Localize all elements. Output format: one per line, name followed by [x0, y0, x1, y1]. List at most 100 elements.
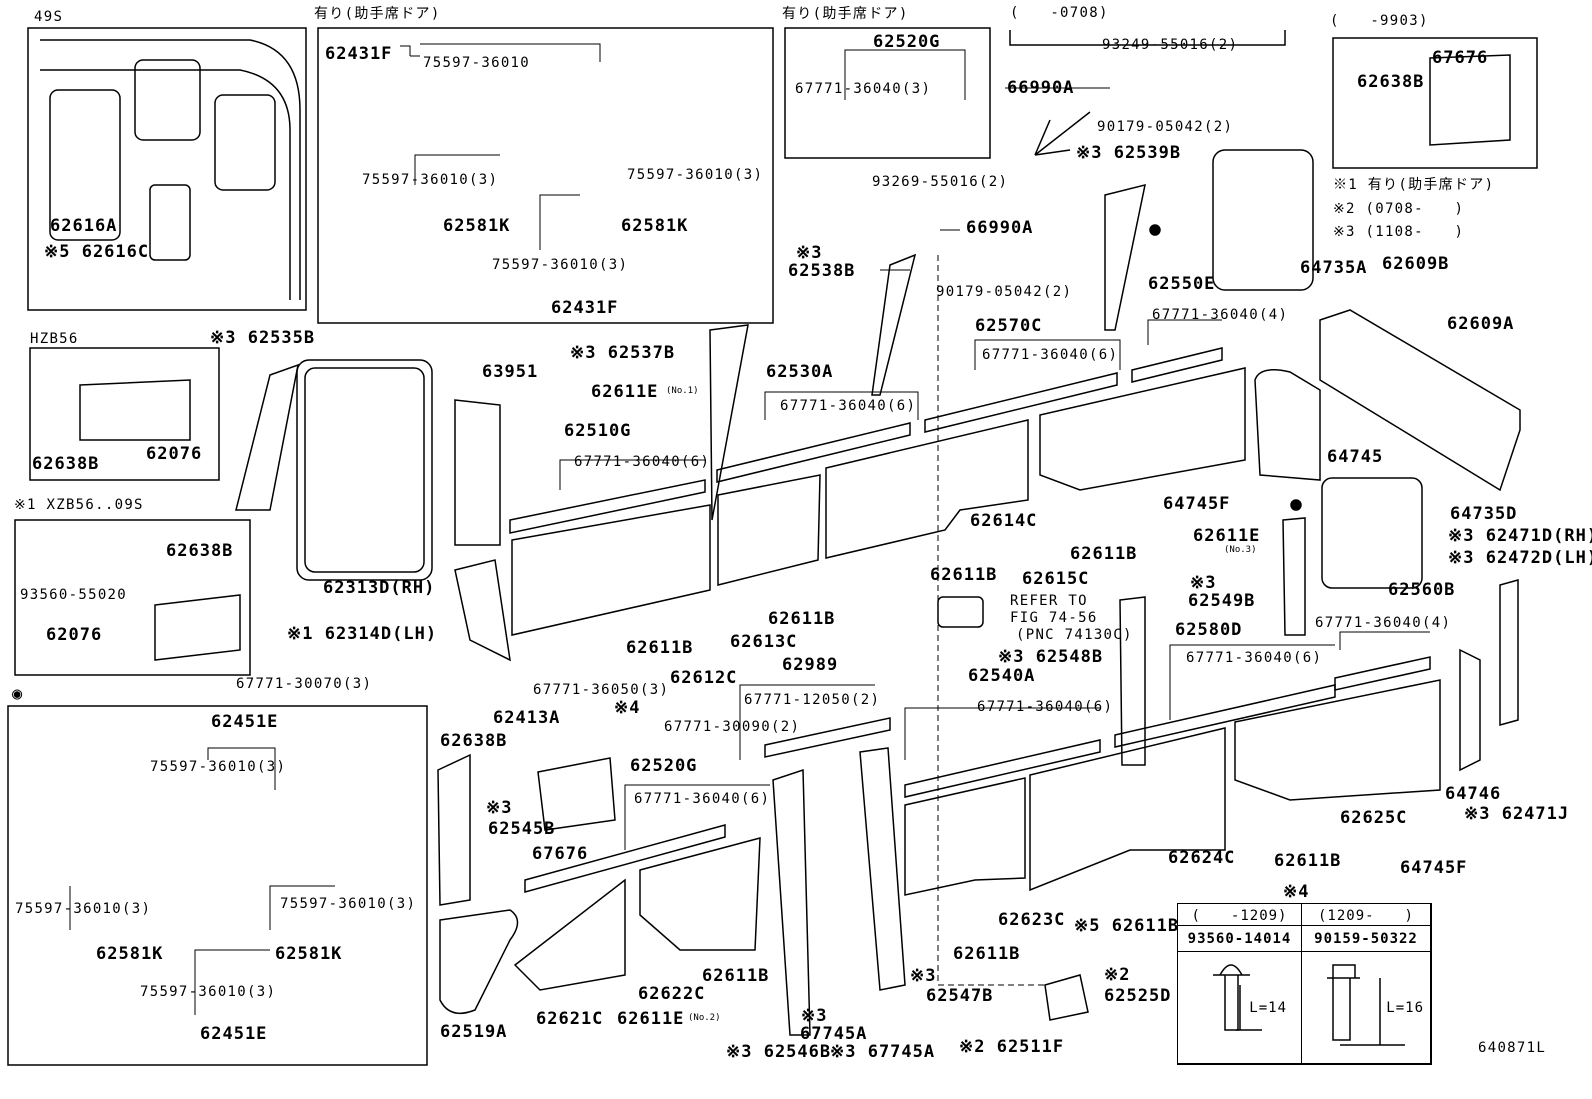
part-label: 62520G	[630, 756, 698, 776]
trim-62538b	[871, 253, 917, 396]
part-label: ※5 62616C	[44, 242, 150, 262]
trim-62548b	[1119, 596, 1146, 766]
part-label: 75597-36010(3)	[15, 901, 152, 917]
part-label: 62616A	[50, 216, 118, 236]
panel-62615c	[1039, 367, 1246, 491]
part-label: 62612C	[670, 668, 738, 688]
part-label: 62581K	[96, 944, 164, 964]
panel-62621c	[513, 878, 626, 991]
part-label: ※3	[1190, 573, 1217, 593]
part-label: 67771-30090(2)	[664, 719, 801, 735]
part-label: 62451E	[211, 712, 279, 732]
note: ※3 (1108- )	[1333, 224, 1465, 240]
part-label: 64745F	[1163, 494, 1231, 514]
fastener-table: ( -1209) (1209- ) 93560-14014 90159-5032…	[1177, 903, 1432, 1065]
part-label: 75597-36010(3)	[362, 172, 499, 188]
part-label: (No.1)	[666, 386, 699, 396]
window-62519a	[439, 909, 519, 1015]
part-74130c	[937, 596, 984, 628]
part-label: 93560-55020	[20, 587, 128, 603]
part-label: 62413A	[493, 708, 561, 728]
screw-illustrations	[1213, 964, 1405, 1046]
part-label: ※3	[486, 798, 513, 818]
part-label: 67771-30070(3)	[236, 676, 373, 692]
inset-title-xzb56: ※1 XZB56..09S	[14, 497, 144, 513]
part-label: 62613C	[730, 632, 798, 652]
table-cell-period: ( -1209)	[1178, 904, 1302, 926]
part-label: 63951	[482, 362, 539, 382]
panel-64746	[1459, 648, 1481, 772]
inset-box-circle	[7, 705, 428, 1066]
part-label: (PNC 74130C)	[1016, 627, 1133, 643]
part-label: 62609B	[1382, 254, 1450, 274]
part-label: 75597-36010	[423, 55, 531, 71]
panel-62609a	[1319, 309, 1521, 492]
van-body-drawing	[40, 39, 301, 300]
panel-62612c	[511, 504, 711, 636]
inset-title-passenger-door-2: 有り(助手席ドア)	[782, 6, 909, 22]
part-label: 67771-36040(6)	[1186, 650, 1323, 666]
part-label: ※3	[910, 966, 937, 986]
part-label: 62547B	[926, 986, 994, 1006]
part-label: 62611B	[1070, 544, 1138, 564]
part-label: 62313D(RH)	[323, 578, 436, 598]
part-label: 62621C	[536, 1009, 604, 1029]
part-label: 93249-55016(2)	[1102, 37, 1239, 53]
part-label: 90179-05042(2)	[1097, 119, 1234, 135]
part-label: ※3	[801, 1006, 828, 1026]
window-rear-right	[1212, 149, 1314, 291]
trim-62546b	[772, 768, 811, 1036]
inset-box-passenger-door-1	[317, 27, 774, 324]
part-label: 67771-36040(6)	[574, 454, 711, 470]
part-label: 62530A	[766, 362, 834, 382]
part-label: ※3	[796, 243, 823, 263]
note: ※1 有り(助手席ドア)	[1333, 177, 1495, 193]
inset-title-49s: 49S	[34, 9, 64, 25]
part-label: 62525D	[1104, 986, 1172, 1006]
part-label: 62611B	[1274, 851, 1342, 871]
part-label: ※5 62611B	[1074, 916, 1180, 936]
trim-62535b	[235, 363, 299, 511]
part-label: 62581K	[275, 944, 343, 964]
part-label: 62431F	[551, 298, 619, 318]
part-label: ( -0708)	[1010, 5, 1109, 21]
rail-62560b	[1334, 656, 1431, 691]
part-label: ※3 62537B	[570, 343, 676, 363]
table-cell-length: L=14	[1178, 952, 1302, 1064]
part-label: 62611E	[617, 1009, 685, 1029]
bracket-62525d	[1044, 974, 1089, 1021]
part-label: (No.2)	[688, 1013, 721, 1023]
window-62313d-inner	[304, 367, 425, 573]
rail-62550e	[1131, 347, 1223, 383]
panel-62624c	[1029, 727, 1226, 892]
pillar-62413a	[454, 559, 511, 662]
rail-62540a	[904, 739, 1101, 798]
part-label: 67771-36040(4)	[1315, 615, 1452, 631]
rail-62510g	[509, 479, 706, 534]
part-label: 75597-36010(3)	[627, 167, 764, 183]
part-label: 62638B	[166, 541, 234, 561]
window-62313d	[296, 359, 433, 581]
trim-62537b	[709, 324, 749, 521]
note: ※2 (0708- )	[1333, 201, 1465, 217]
table-cell-part: 93560-14014	[1178, 926, 1302, 952]
part-label: 640871L	[1478, 1040, 1547, 1056]
part-label: 67771-12050(2)	[744, 692, 881, 708]
part-label: 64735A	[1300, 258, 1368, 278]
part-label: ※3 62539B	[1076, 143, 1182, 163]
part-label: ※2	[1104, 965, 1131, 985]
pillar-63951	[454, 399, 501, 546]
circle-marker-icon	[1290, 499, 1302, 511]
part-label: 62560B	[1388, 580, 1456, 600]
rail-62580d	[1114, 684, 1336, 748]
part-label: 62581K	[443, 216, 511, 236]
part-label: 75597-36010(3)	[280, 896, 417, 912]
part-label: 62519A	[440, 1022, 508, 1042]
part-label: 64745F	[1400, 858, 1468, 878]
part-label: ※3 62471D(RH)	[1448, 526, 1592, 546]
rail-62989	[764, 717, 891, 758]
arrow	[1034, 111, 1091, 156]
part-label: 62638B	[1357, 72, 1425, 92]
